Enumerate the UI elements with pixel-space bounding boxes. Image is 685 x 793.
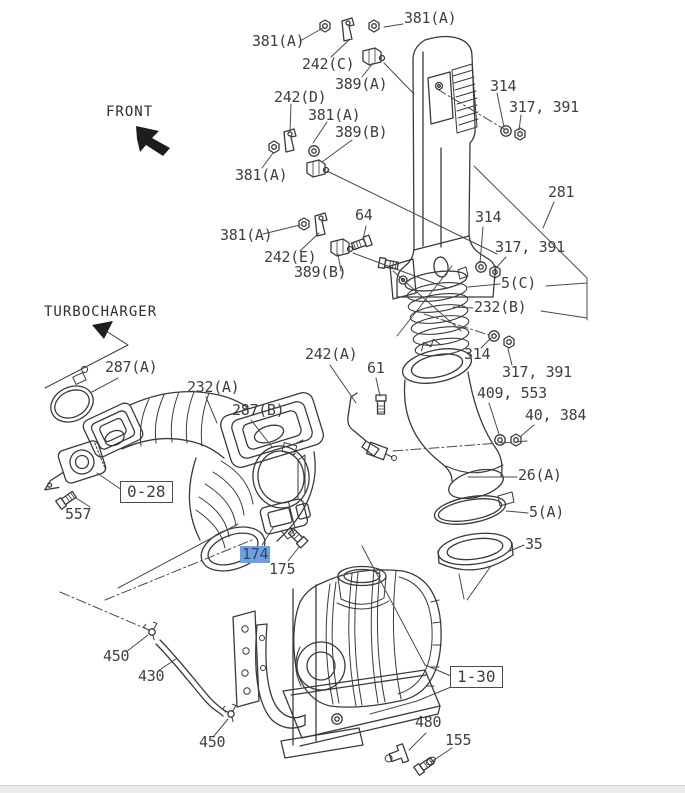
grille-hatch (451, 63, 479, 134)
ref-box-1-30[interactable]: 1-30 (450, 666, 503, 688)
label-430[interactable]: 430 (138, 667, 165, 685)
snorkel-duct-281 (377, 35, 497, 300)
label-314-1[interactable]: 314 (490, 77, 517, 95)
label-480[interactable]: 480 (415, 713, 442, 731)
tube-430 (142, 620, 241, 725)
clamp-5C (404, 266, 469, 292)
label-281[interactable]: 281 (548, 183, 575, 201)
duct-26A (401, 338, 504, 500)
label-314-2[interactable]: 314 (475, 208, 502, 226)
label-381A-1[interactable]: 381(A) (404, 9, 457, 27)
label-381A-3[interactable]: 381(A) (308, 106, 361, 124)
label-409-553[interactable]: 409, 553 (477, 384, 547, 402)
label-381A-5[interactable]: 381(A) (220, 226, 273, 244)
front-arrow-icon (136, 126, 170, 156)
label-35[interactable]: 35 (525, 535, 543, 553)
label-317-391-2[interactable]: 317, 391 (495, 238, 565, 256)
label-64[interactable]: 64 (355, 206, 373, 224)
label-450-2[interactable]: 450 (199, 733, 226, 751)
label-242E[interactable]: 242(E) (264, 248, 317, 266)
inlet-funnel (82, 402, 144, 458)
fasteners (268, 17, 526, 447)
center-lines (59, 88, 528, 631)
air-cleaner-assembly (293, 565, 442, 708)
scoop-opening (220, 391, 324, 469)
turbocharger-annotation: TURBOCHARGER (44, 304, 158, 320)
label-242A[interactable]: 242(A) (305, 345, 358, 363)
label-155[interactable]: 155 (445, 731, 472, 749)
mount-bracket (232, 584, 441, 759)
hose-232A (82, 390, 324, 572)
label-175[interactable]: 175 (269, 560, 296, 578)
label-40-384[interactable]: 40, 384 (525, 406, 587, 424)
label-287A[interactable]: 287(A) (105, 358, 158, 376)
leader-lines (75, 23, 588, 763)
label-232A[interactable]: 232(A) (187, 378, 240, 396)
clamp-5A (433, 491, 515, 525)
label-232B[interactable]: 232(B) (474, 298, 527, 316)
bellows-232B (406, 282, 470, 357)
label-61[interactable]: 61 (367, 359, 385, 377)
label-314-3[interactable]: 314 (464, 345, 491, 363)
drain-480 (384, 743, 410, 764)
label-389B-2[interactable]: 389(B) (294, 263, 347, 281)
label-5A[interactable]: 5(A) (529, 503, 564, 521)
label-317-391-3[interactable]: 317, 391 (502, 363, 572, 381)
front-annotation: FRONT (106, 104, 154, 120)
window-bottom-edge (0, 785, 685, 793)
label-242D[interactable]: 242(D) (274, 88, 327, 106)
bracket-242A (347, 392, 397, 461)
label-26A[interactable]: 26(A) (518, 466, 562, 484)
label-317-391-1[interactable]: 317, 391 (509, 98, 579, 116)
sensor-174 (259, 498, 311, 540)
label-5C[interactable]: 5(C) (501, 274, 536, 292)
valve-O28 (44, 440, 107, 491)
label-174-selected[interactable]: 174 (240, 545, 271, 563)
label-287B[interactable]: 287(B) (232, 401, 285, 419)
ref-box-0-28[interactable]: 0-28 (120, 481, 173, 503)
turbocharger-arrow-icon (44, 321, 129, 389)
label-381A-2[interactable]: 381(A) (252, 32, 305, 50)
label-389B-1[interactable]: 389(B) (335, 123, 388, 141)
clip-450-upper (142, 620, 162, 643)
clamp-287B (252, 439, 310, 509)
ring-35 (437, 532, 514, 571)
label-242C[interactable]: 242(C) (302, 55, 355, 73)
label-450-1[interactable]: 450 (103, 647, 130, 665)
bolt-155 (413, 755, 436, 776)
label-389A[interactable]: 389(A) (335, 75, 388, 93)
label-557[interactable]: 557 (65, 505, 92, 523)
clamp-287A (50, 365, 94, 423)
bolt-61 (375, 394, 387, 415)
label-381A-4[interactable]: 381(A) (235, 166, 288, 184)
